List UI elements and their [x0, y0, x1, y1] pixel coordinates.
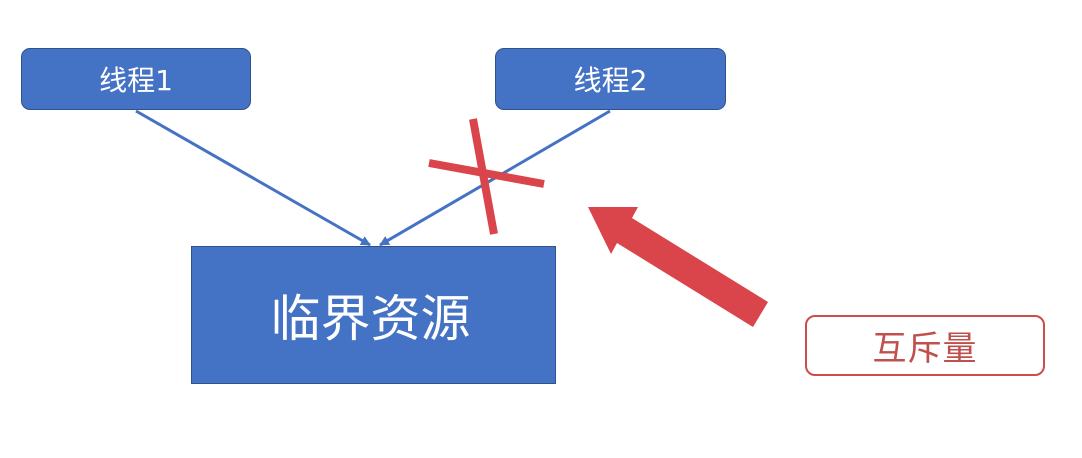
- blocked-x-cross-icon: [428, 118, 545, 235]
- thread1-node: 线程1: [21, 48, 251, 110]
- mutex-label: 互斥量: [872, 329, 978, 369]
- mutex-node: 互斥量: [805, 315, 1045, 376]
- mutex-pointer-arrow-icon: [588, 207, 768, 327]
- thread1-label: 线程1: [99, 64, 173, 97]
- thread2-label: 线程2: [573, 64, 648, 97]
- edge-thread1-to-resource: [135, 109, 371, 247]
- critical-resource-node: 临界资源: [191, 246, 556, 384]
- thread2-node: 线程2: [495, 48, 726, 110]
- critical-resource-label: 临界资源: [270, 290, 471, 348]
